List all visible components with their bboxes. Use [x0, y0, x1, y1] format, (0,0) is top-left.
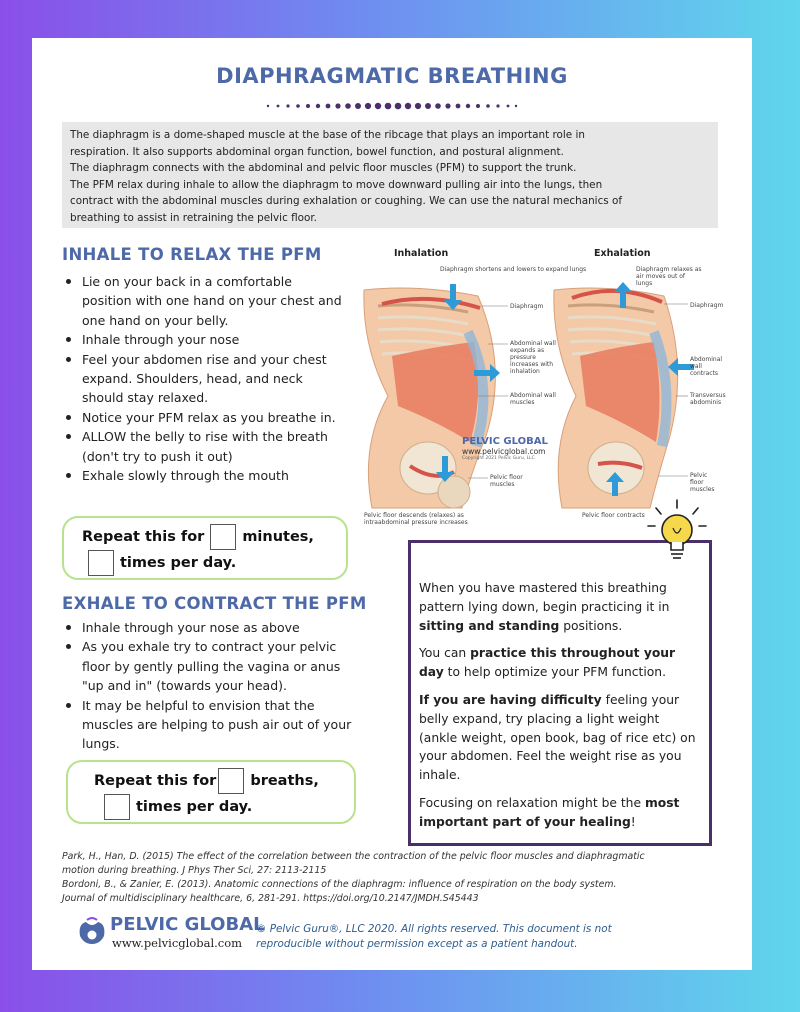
- times-per-day-blank[interactable]: [104, 794, 130, 820]
- tip-text: feeling your belly expand, try placing a…: [419, 692, 696, 783]
- exhale-repeat-box: Repeat this for breaths, times per day.: [66, 760, 356, 824]
- lightbulb-icon: [647, 499, 707, 559]
- tip-emphasis: sitting and standing: [419, 618, 560, 633]
- tip-box: When you have mastered this breathing pa…: [408, 540, 712, 846]
- list-item: Exhale slowly through the mouth: [62, 466, 344, 485]
- repeat-unit: breaths,: [250, 773, 319, 789]
- list-item: Inhale through your nose: [62, 330, 344, 349]
- note-pelvic-floor-left: Pelvic floor muscles: [490, 474, 523, 488]
- list-item: As you exhale try to contract your pelvi…: [62, 637, 352, 695]
- anatomy-illustration: [363, 282, 694, 509]
- note-pelvic-contracts: Pelvic floor contracts: [582, 512, 645, 519]
- intro-line: respiration. It also supports abdominal …: [70, 145, 564, 158]
- note-diaphragm-right: Diaphragm: [690, 302, 724, 309]
- tip-text: to help optimize your PFM function.: [443, 665, 667, 680]
- intro-line: breathing to assist in retraining the pe…: [70, 211, 317, 224]
- intro-line: contract with the abdominal muscles duri…: [70, 195, 623, 207]
- note-abdominal-contracts: Abdominal wall contracts: [690, 356, 723, 377]
- copyright-notice: © Pelvic Guru®, LLC 2020. All rights res…: [256, 922, 612, 952]
- exhale-list: Inhale through your nose as above As you…: [62, 618, 352, 754]
- breaths-blank[interactable]: [218, 768, 245, 794]
- watermark-name: PELVIC GLOBAL: [462, 436, 548, 447]
- inhalation-label: Inhalation: [394, 248, 449, 259]
- watermark-copyright: Copyright 2021 Pelvic Guru, LLC: [462, 456, 535, 461]
- note-diaphragm-left: Diaphragm: [510, 303, 544, 310]
- logo-name: PELVIC GLOBAL: [110, 914, 265, 935]
- tip-text: positions.: [559, 618, 623, 633]
- reference-line: motion during breathing. J Phys Ther Sci…: [62, 865, 327, 876]
- list-item: ALLOW the belly to rise with the breath …: [62, 427, 344, 466]
- list-item: Notice your PFM relax as you breathe in.: [62, 408, 344, 427]
- tip-text: !: [630, 814, 636, 829]
- note-diaphragm-relaxes: Diaphragm relaxes as air moves out of lu…: [636, 266, 702, 287]
- exhale-heading: EXHALE TO CONTRACT THE PFM: [62, 594, 367, 613]
- note-pelvic-descends: Pelvic floor descends (relaxes) as intra…: [364, 512, 468, 526]
- tip-paragraph-3: If you are having difficulty feeling you…: [419, 691, 701, 785]
- tip-paragraph-2: You can practice this throughout your da…: [419, 644, 701, 682]
- logo-url: www.pelvicglobal.com: [112, 936, 243, 950]
- minutes-blank[interactable]: [210, 524, 237, 550]
- page-title: DIAPHRAGMATIC BREATHING: [216, 64, 568, 88]
- exhalation-label: Exhalation: [594, 248, 651, 259]
- times-per-day-blank[interactable]: [88, 550, 114, 576]
- tip-text: When you have mastered this breathing pa…: [419, 581, 670, 614]
- repeat-frequency: times per day.: [136, 799, 253, 815]
- references: Park, H., Han, D. (2015) The effect of t…: [62, 850, 742, 906]
- intro-line: The diaphragm connects with the abdomina…: [70, 162, 577, 174]
- list-item: Inhale through your nose as above: [62, 618, 352, 637]
- reference-line: Park, H., Han, D. (2015) The effect of t…: [62, 851, 645, 862]
- reference-line: Bordoni, B., & Zanier, E. (2013). Anatom…: [62, 879, 617, 890]
- figure-watermark: PELVIC GLOBAL www.pelvicglobal.com Copyr…: [462, 436, 572, 461]
- copyright-line: reproducible without permission except a…: [256, 938, 578, 950]
- inhale-heading: INHALE TO RELAX THE PFM: [62, 245, 322, 264]
- note-transversus: Transversus abdominis: [690, 392, 726, 406]
- copyright-line: © Pelvic Guru®, LLC 2020. All rights res…: [256, 923, 612, 935]
- tip-text: Focusing on relaxation might be the: [419, 795, 645, 810]
- intro-line: The diaphragm is a dome-shaped muscle at…: [70, 129, 585, 141]
- list-item: Feel your abdomen rise and your chest ex…: [62, 350, 344, 408]
- breathing-anatomy-figure: Inhalation Exhalation: [358, 246, 726, 542]
- repeat-label: Repeat this for: [82, 529, 205, 545]
- tip-paragraph-1: When you have mastered this breathing pa…: [419, 579, 701, 635]
- watermark-url: www.pelvicglobal.com: [462, 447, 546, 456]
- inhale-repeat-box: Repeat this for minutes, times per day.: [62, 516, 348, 580]
- tip-text: You can: [419, 646, 471, 661]
- tip-emphasis: If you are having difficulty: [419, 692, 602, 707]
- repeat-unit: minutes,: [242, 529, 314, 545]
- repeat-label: Repeat this for: [94, 773, 217, 789]
- list-item: Lie on your back in a comfortable positi…: [62, 272, 344, 330]
- title-dot-divider: [266, 102, 518, 110]
- note-diaphragm-shortens: Diaphragm shortens and lowers to expand …: [440, 266, 587, 273]
- note-abdominal-expands: Abdominal wall expands as pressure incre…: [510, 340, 556, 375]
- reference-line: Journal of multidisciplinary healthcare,…: [62, 893, 479, 904]
- tip-paragraph-4: Focusing on relaxation might be the most…: [419, 794, 701, 832]
- note-abdominal-muscles: Abdominal wall muscles: [510, 392, 556, 406]
- list-item: It may be helpful to envision that the m…: [62, 696, 352, 754]
- tip-emphasis: practice this throughout your day: [419, 646, 676, 680]
- inhale-list: Lie on your back in a comfortable positi…: [62, 272, 344, 485]
- handout-page: DIAPHRAGMATIC BREATHING The diaphragm is…: [32, 38, 752, 970]
- repeat-frequency: times per day.: [120, 555, 237, 571]
- pelvis-logo-icon: [79, 917, 105, 944]
- tip-emphasis: most important part of your healing: [419, 795, 680, 829]
- note-pelvic-floor-right: Pelvic floor muscles: [690, 472, 715, 493]
- pelvic-global-logo: PELVIC GLOBAL www.pelvicglobal.com: [76, 914, 265, 952]
- intro-line: The PFM relax during inhale to allow the…: [70, 178, 603, 191]
- intro-paragraph: The diaphragm is a dome-shaped muscle at…: [62, 122, 718, 228]
